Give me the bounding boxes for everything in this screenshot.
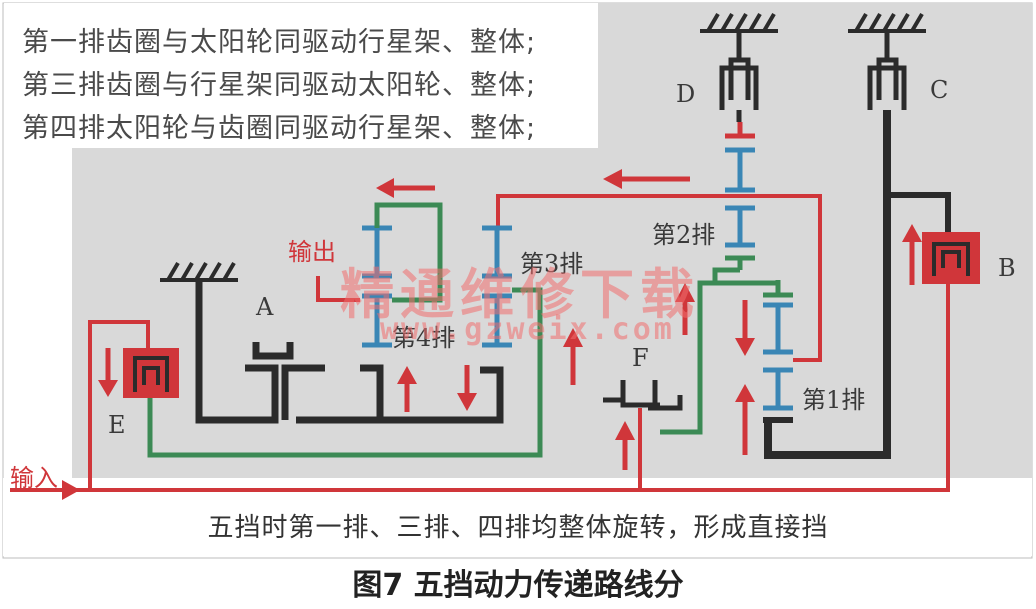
carrier-2 bbox=[712, 255, 755, 283]
diagram-caption: 五挡时第一排、三排、四排均整体旋转，形成直接挡 bbox=[207, 513, 829, 543]
carrier-link-left bbox=[147, 287, 543, 458]
label-row-3: 第3排 bbox=[520, 250, 584, 278]
clutch-e bbox=[123, 348, 179, 398]
label-c: C bbox=[930, 76, 949, 104]
note-line-2: 第三排齿圈与行星架同驱动太阳轮、整体; bbox=[22, 70, 537, 101]
watermark-url: www.gzweix.com bbox=[380, 312, 675, 347]
note-line-3: 第四排太阳轮与齿圈同驱动行星架、整体; bbox=[22, 113, 537, 144]
clutch-b bbox=[922, 232, 980, 284]
notes-panel bbox=[4, 3, 598, 148]
clutch-f bbox=[603, 380, 683, 411]
power-path bbox=[10, 194, 950, 492]
planet-row-3 bbox=[482, 225, 512, 348]
note-line-1: 第一排齿圈与太阳轮同驱动行星架、整体; bbox=[22, 27, 537, 58]
label-row-2: 第2排 bbox=[652, 221, 716, 249]
label-row-1: 第1排 bbox=[802, 386, 866, 414]
planet-row-2 bbox=[725, 147, 755, 248]
shaft-to-b bbox=[887, 192, 951, 232]
carrier-4 bbox=[374, 202, 443, 303]
flow-arrows bbox=[62, 169, 922, 500]
planet-row-1 bbox=[763, 302, 793, 411]
label-input: 输入 bbox=[10, 464, 58, 492]
brake-a bbox=[195, 280, 504, 424]
figure-title: 图7 五挡动力传递路线分 bbox=[352, 568, 684, 603]
label-b: B bbox=[998, 254, 1016, 282]
watermark-text: 精通维修下载 bbox=[340, 263, 700, 326]
carrier-link-right bbox=[660, 280, 778, 435]
label-row-4: 第4排 bbox=[392, 324, 456, 352]
label-output: 输出 bbox=[288, 238, 336, 266]
label-f: F bbox=[632, 344, 649, 372]
shaft-c bbox=[764, 110, 891, 459]
brake-c bbox=[867, 31, 907, 110]
label-a: A bbox=[256, 293, 274, 321]
label-d: D bbox=[676, 80, 696, 108]
label-e: E bbox=[108, 411, 126, 439]
brake-d bbox=[719, 31, 759, 122]
